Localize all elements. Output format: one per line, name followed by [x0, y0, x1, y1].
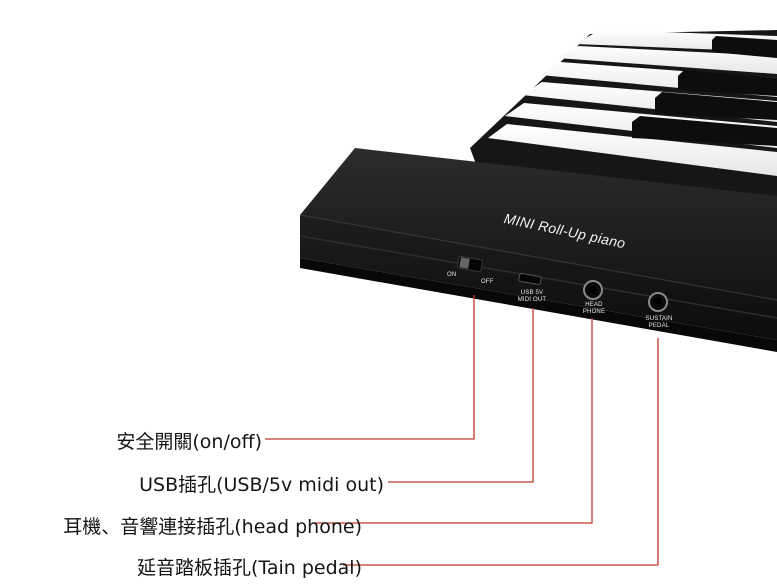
- switch-off-label: OFF: [481, 279, 494, 285]
- headphone-jack: [583, 280, 603, 300]
- black-key: [632, 116, 777, 146]
- leader-line-switch: [265, 295, 475, 440]
- white-key: [557, 46, 777, 74]
- leader-line-headphone: [315, 318, 593, 524]
- pedal-label-line1: SUSTAIN: [645, 316, 673, 322]
- pedal-label-line2: PEDAL: [648, 323, 670, 329]
- leader-lines: [265, 295, 659, 566]
- keyboard: [470, 30, 777, 200]
- pedal-jack: [648, 292, 668, 312]
- black-key: [655, 92, 777, 120]
- callout-power-switch: 安全開關(on/off): [116, 431, 262, 453]
- black-key: [712, 36, 777, 58]
- headphone-label-line2: PHONE: [582, 309, 606, 315]
- callout-headphone: 耳機、音響連接插孔(head phone): [63, 516, 362, 538]
- white-key: [488, 124, 777, 176]
- headphone-label-line1: HEAD: [585, 302, 603, 308]
- usb-port: [518, 272, 542, 286]
- usb-label-line1: USB 5V: [520, 290, 544, 296]
- switch-on-label: ON: [447, 272, 457, 278]
- black-key: [678, 70, 777, 96]
- callout-pedal: 延音踏板插孔(Tain pedal): [136, 557, 362, 579]
- leader-line-pedal: [343, 338, 659, 566]
- usb-label-line2: MIDI OUT: [517, 297, 547, 303]
- leader-line-usb: [388, 308, 534, 483]
- power-switch: [456, 255, 484, 273]
- callout-usb: USB插孔(USB/5v midi out): [139, 474, 384, 496]
